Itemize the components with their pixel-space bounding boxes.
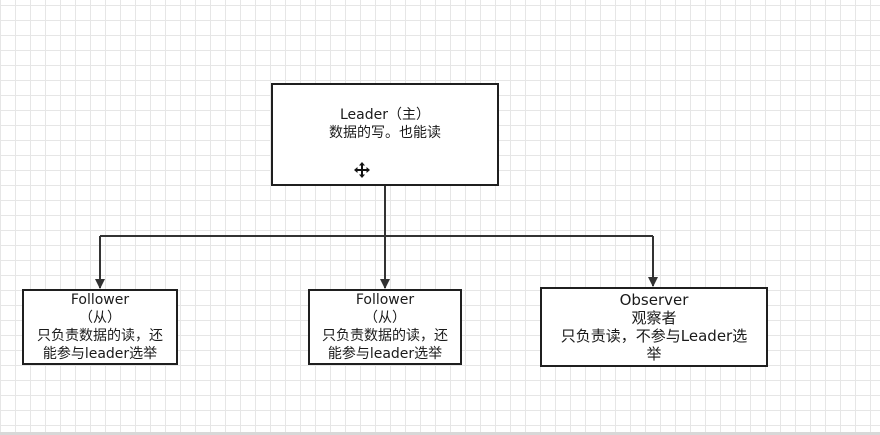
follower-node-2[interactable]: Follower （从） 只负责数据的读，还 能参与leader选举 bbox=[308, 289, 462, 365]
leader-title: Leader（主） bbox=[339, 106, 430, 123]
follower2-desc-line1: 只负责数据的读，还 bbox=[322, 328, 448, 344]
observer-desc-line2: 举 bbox=[646, 345, 662, 363]
leader-description: 数据的写。也能读 bbox=[329, 124, 441, 141]
follower1-title: Follower bbox=[70, 292, 130, 308]
observer-subtitle: 观察者 bbox=[631, 309, 677, 327]
follower1-role: （从） bbox=[79, 310, 121, 326]
observer-desc-line1: 只负责读，不参与Leader选 bbox=[560, 327, 748, 345]
move-cursor-icon bbox=[354, 162, 370, 178]
observer-node[interactable]: Observer 观察者 只负责读，不参与Leader选 举 bbox=[540, 287, 768, 367]
follower1-desc-line2: 能参与leader选举 bbox=[42, 346, 158, 362]
canvas-bottom-border bbox=[0, 432, 880, 435]
follower2-title: Follower bbox=[355, 292, 415, 308]
follower2-desc-line2: 能参与leader选举 bbox=[327, 346, 443, 362]
follower2-role: （从） bbox=[364, 310, 406, 326]
follower-node-1[interactable]: Follower （从） 只负责数据的读，还 能参与leader选举 bbox=[22, 289, 178, 365]
follower1-desc-line1: 只负责数据的读，还 bbox=[37, 328, 163, 344]
leader-node[interactable]: Leader（主） 数据的写。也能读 bbox=[271, 83, 499, 186]
observer-title: Observer bbox=[619, 291, 689, 309]
